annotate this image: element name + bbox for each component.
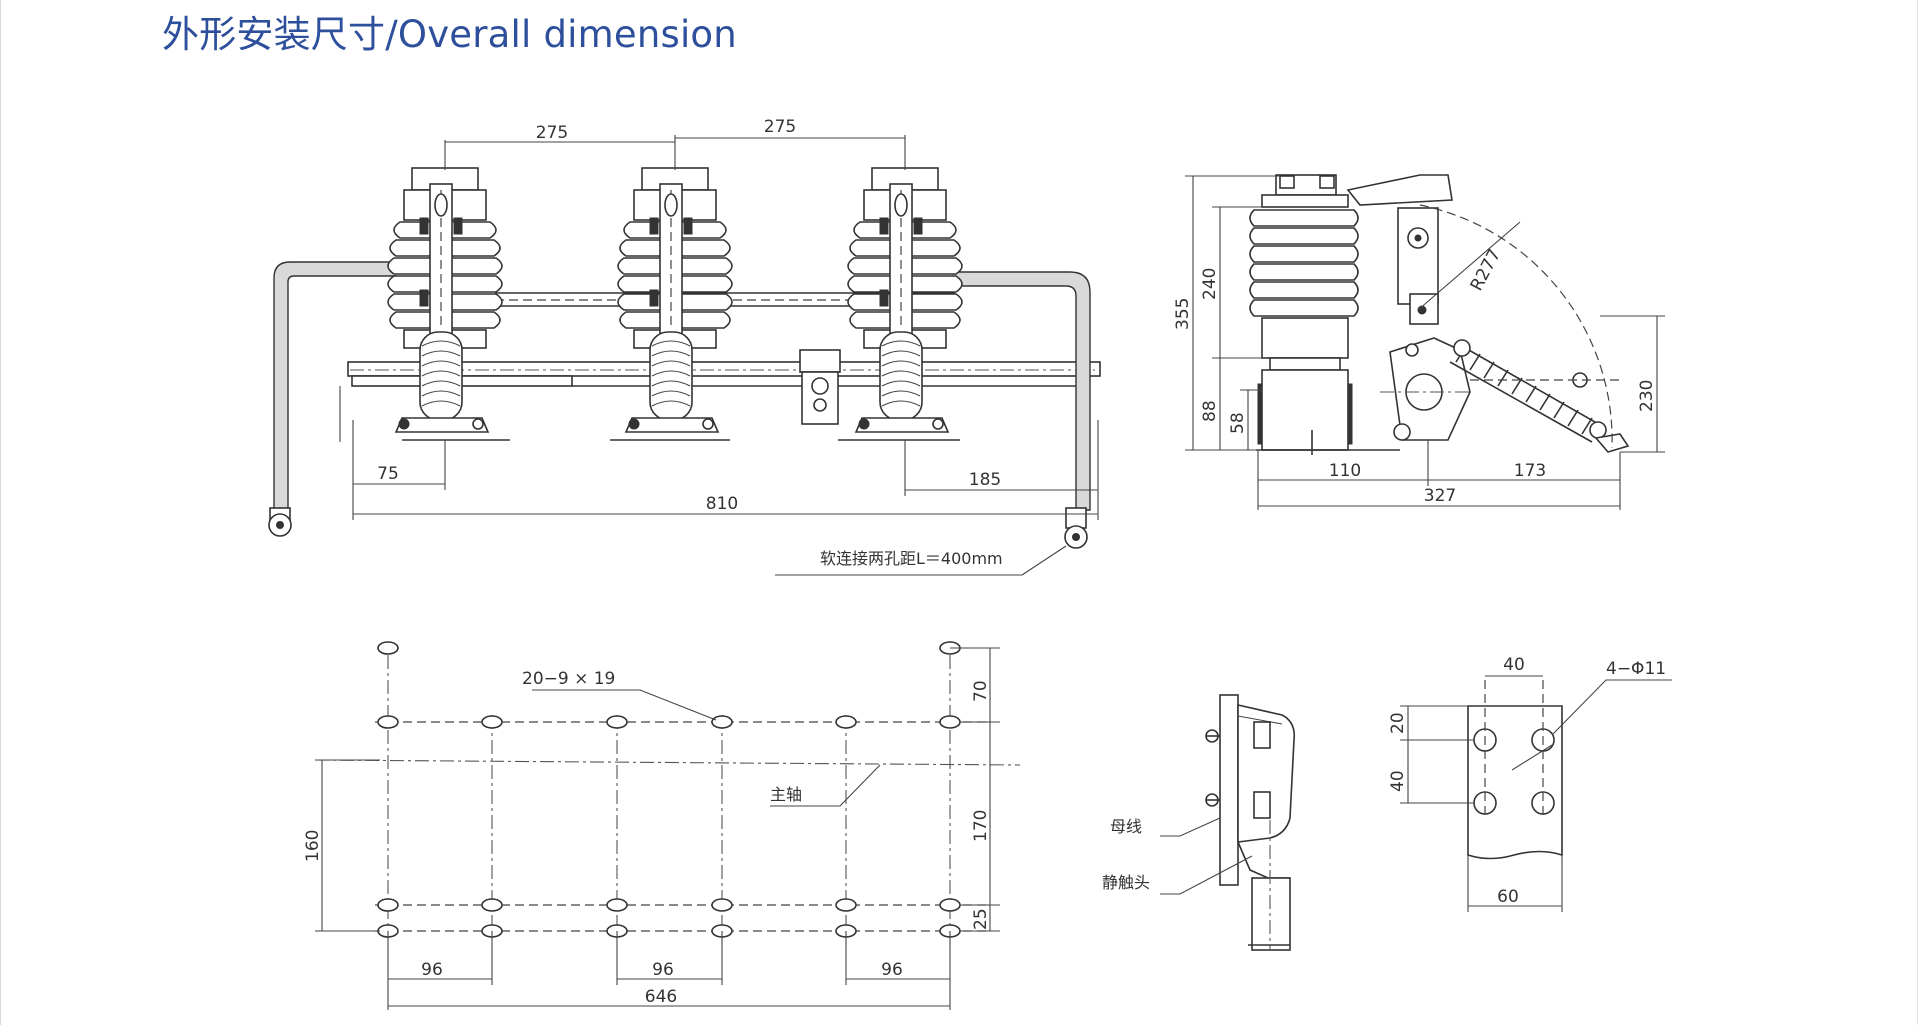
mount-hole: [481, 715, 503, 729]
dim-hole-top-spacing: 70: [971, 680, 991, 702]
dim-pole-spacing-left: 275: [536, 123, 568, 143]
mount-hole: [711, 715, 733, 729]
dim-right-offset: 185: [969, 470, 1001, 490]
plate-detail: 40 20 40 60 4−Φ11: [1388, 655, 1672, 912]
dim-plate-hole-pitch: 40: [1388, 770, 1408, 792]
main-shaft-label: 主轴: [770, 785, 802, 804]
frame-right-edge: [1917, 0, 1918, 1025]
dim-overall-width: 810: [706, 494, 738, 514]
dim-base-right-width: 173: [1514, 461, 1546, 481]
dim-side-total-height: 355: [1173, 298, 1193, 330]
dim-plate-width: 60: [1497, 887, 1519, 907]
busbar-plate: [1219, 694, 1239, 886]
side-blade: [1397, 207, 1439, 305]
dim-hole-total-length: 646: [645, 987, 677, 1007]
dim-side-right-height: 230: [1637, 380, 1657, 412]
side-view: R277 355 240 88 58 230 110 173 327: [1173, 174, 1665, 510]
mount-hole: [711, 898, 733, 912]
dim-hole-mid-spacing: 170: [971, 810, 991, 842]
mount-hole: [606, 898, 628, 912]
side-spring: [1449, 339, 1630, 453]
mount-hole: [835, 898, 857, 912]
dim-hole-left-height: 160: [303, 830, 323, 862]
dim-base-height: 88: [1200, 400, 1220, 422]
dim-base-inner-height: 58: [1228, 412, 1248, 434]
dim-pitch-right: 96: [881, 960, 903, 980]
pole-left: [387, 167, 510, 441]
dim-base-left-width: 110: [1329, 461, 1361, 481]
handle-block-top: [799, 349, 841, 373]
static-contact-label: 静触头: [1102, 873, 1150, 892]
dim-pitch-left: 96: [421, 960, 443, 980]
side-swing-arc: [1419, 204, 1613, 449]
front-view: 275 275 75 185 810 软连接两孔距L＝400mm: [268, 117, 1101, 576]
side-base-block: [1261, 369, 1349, 451]
mount-hole: [377, 715, 399, 729]
dim-pitch-middle: 96: [652, 960, 674, 980]
pole-middle: [610, 167, 733, 441]
dim-plate-hole-width: 40: [1503, 655, 1525, 675]
main-shaft-line: [314, 759, 1021, 766]
frame-left-edge: [0, 0, 1, 1025]
mount-hole: [481, 898, 503, 912]
mount-hole: [939, 898, 961, 912]
contact-detail: 母线 静触头: [1102, 694, 1296, 951]
hole-plan: 20−9 × 19 主轴 70 170 25 160 96 96 96: [303, 641, 1021, 1010]
dim-plate-edge: 20: [1388, 712, 1408, 734]
page-title: 外形安装尺寸/Overall dimension: [162, 13, 737, 56]
dim-pole-spacing-right: 275: [764, 117, 796, 137]
busbar-label: 母线: [1110, 817, 1142, 836]
dim-base-total-width: 327: [1424, 486, 1456, 506]
pole-right: [838, 167, 963, 441]
static-contact-body: [1237, 703, 1296, 843]
dim-left-offset: 75: [377, 464, 399, 484]
mount-hole: [377, 898, 399, 912]
dim-hole-bottom-spacing: 25: [971, 908, 991, 930]
flex-connection-note: 软连接两孔距L＝400mm: [820, 549, 1003, 568]
holes-spec-label: 20−9 × 19: [522, 669, 615, 689]
dim-swing-radius: R277: [1467, 246, 1505, 294]
mount-hole: [606, 715, 628, 729]
mount-hole: [377, 641, 399, 655]
mount-hole: [939, 715, 961, 729]
dim-insulator-height: 240: [1200, 268, 1220, 300]
mount-hole: [835, 715, 857, 729]
plate-holes-label: 4−Φ11: [1606, 659, 1666, 679]
